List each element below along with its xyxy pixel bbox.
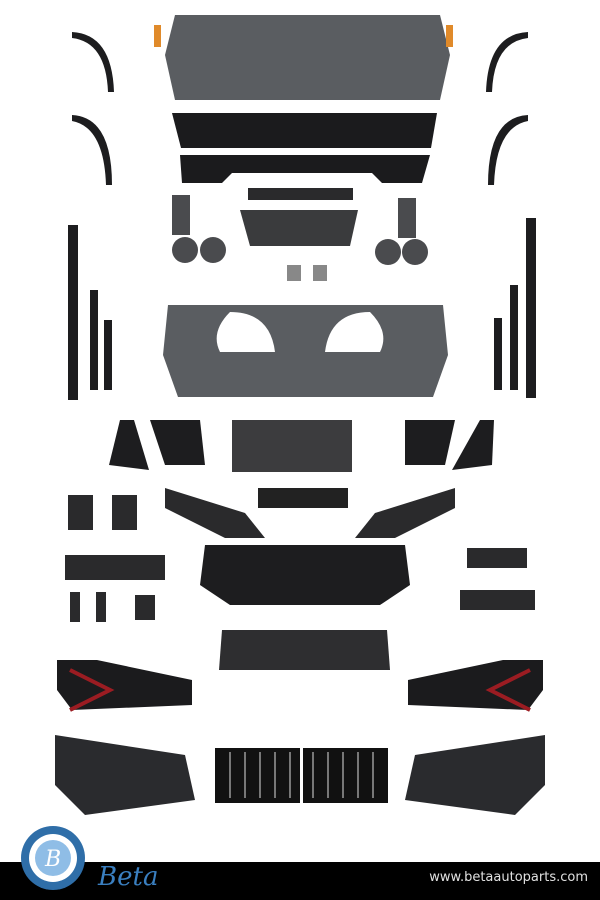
side-skirt (104, 320, 112, 390)
plate-holder (258, 488, 348, 508)
kidney-grille-black (215, 748, 388, 803)
bracket (460, 590, 535, 610)
bracket (135, 595, 155, 620)
diffuser-insert (248, 188, 353, 200)
body-kit-parts-photo (55, 15, 545, 815)
side-skirt (526, 218, 536, 398)
svg-text:B: B (44, 847, 61, 872)
tail-light (408, 660, 543, 710)
website-url[interactable]: www.betaautoparts.com (429, 870, 588, 885)
fog-surround (150, 420, 205, 465)
rear-valance (240, 210, 358, 246)
bracket (467, 548, 527, 568)
brand-name: Beta (98, 862, 159, 892)
brake-duct (452, 420, 494, 470)
bracket (70, 592, 80, 622)
fender-flare (72, 115, 112, 185)
fender-flare (486, 32, 528, 92)
front-bumper (163, 305, 448, 397)
reflector (154, 25, 161, 47)
footer-bar (0, 862, 600, 900)
exhaust-tip (398, 198, 416, 238)
headlight (55, 735, 195, 815)
exhaust-tip (172, 195, 190, 235)
exhaust-tip (172, 237, 198, 263)
kidney-grille-dark (219, 630, 390, 670)
brand-logo: B (21, 826, 85, 890)
bracket (65, 555, 165, 580)
underbody-shield (200, 545, 410, 605)
headlight (405, 735, 545, 815)
tail-light (57, 660, 192, 710)
fog-surround (405, 420, 455, 465)
tail-light-red (69, 668, 115, 712)
exhaust-tip (402, 239, 428, 265)
side-skirt (510, 285, 518, 390)
side-skirt (68, 225, 78, 400)
exhaust-clamp (313, 265, 327, 281)
bumper-support (355, 488, 455, 538)
rear-bumper (165, 15, 450, 100)
rear-diffuser-lower (180, 155, 430, 183)
exhaust-tip (200, 237, 226, 263)
bracket (112, 495, 137, 530)
bracket (96, 592, 106, 622)
rear-diffuser (172, 113, 437, 148)
bracket (68, 495, 93, 530)
tail-light-red (485, 668, 531, 712)
lower-grille-mesh (232, 420, 352, 472)
reflector (446, 25, 453, 47)
side-skirt (494, 318, 502, 390)
exhaust-clamp (287, 265, 301, 281)
bumper-support (165, 488, 265, 538)
exhaust-tip (375, 239, 401, 265)
fender-flare (72, 32, 114, 92)
fender-flare (488, 115, 528, 185)
side-skirt (90, 290, 98, 390)
brake-duct (109, 420, 149, 470)
